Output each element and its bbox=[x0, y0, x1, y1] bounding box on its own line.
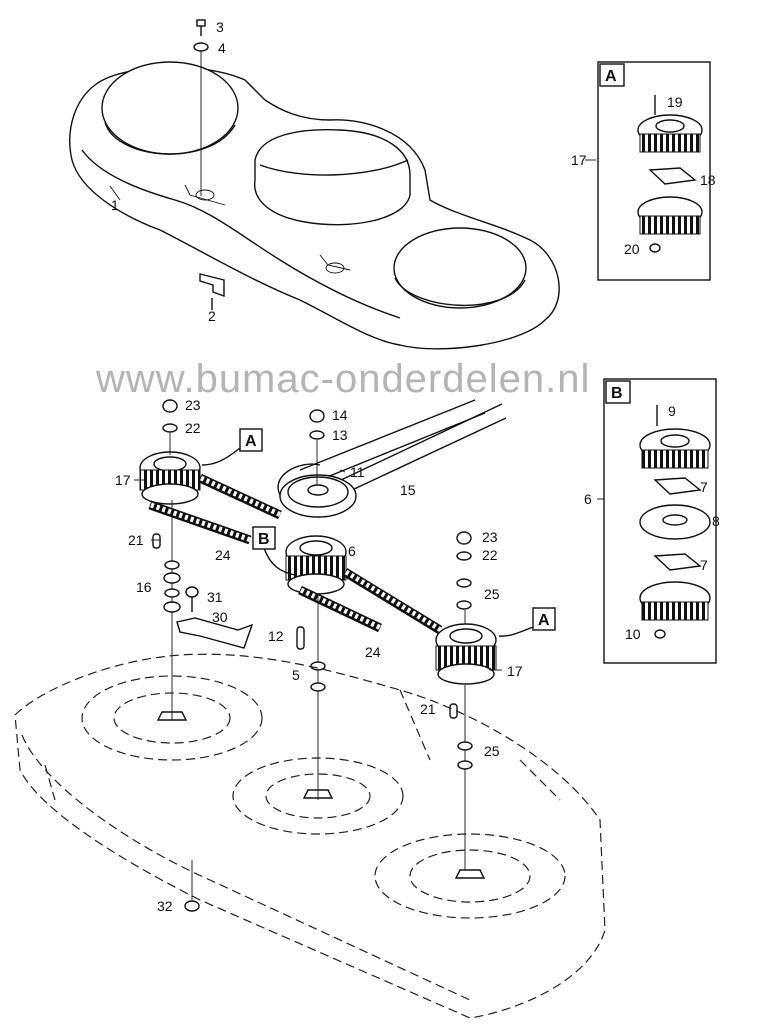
inset-b-middle-label: 8 bbox=[712, 513, 720, 529]
inset-a-assembly-label: 17 bbox=[571, 152, 587, 168]
part-31-label: 31 bbox=[207, 589, 223, 605]
inset-b-plate-upper-label: 7 bbox=[700, 479, 708, 495]
part-2-label: 2 bbox=[208, 308, 216, 324]
part-12-label: 12 bbox=[268, 628, 284, 644]
deck-nut bbox=[184, 860, 200, 912]
inset-a-plate-label: 18 bbox=[700, 172, 716, 188]
cover-clip bbox=[199, 273, 225, 310]
callout-a-right-box bbox=[532, 607, 556, 631]
callout-a-right-letter: A bbox=[538, 612, 550, 629]
inset-b-letter: B bbox=[611, 385, 623, 402]
inset-b-plate-lower-label: 7 bbox=[700, 557, 708, 573]
callout-b-letter: B bbox=[258, 531, 270, 548]
drive-pulley bbox=[279, 409, 357, 518]
belt-cover bbox=[69, 61, 560, 350]
part-25-top-label: 25 bbox=[484, 586, 500, 602]
middle-pulley bbox=[285, 535, 443, 800]
part-22-left-label: 22 bbox=[185, 420, 201, 436]
part-24-left-label: 24 bbox=[215, 547, 231, 563]
part-15-label: 15 bbox=[400, 482, 416, 498]
part-21-right-label: 21 bbox=[420, 701, 436, 717]
part-14-label: 14 bbox=[332, 407, 348, 423]
callout-arrows bbox=[201, 447, 534, 637]
inset-a-letter: A bbox=[605, 68, 617, 85]
callout-a-left-box bbox=[239, 428, 263, 452]
inset-a-bolt-label: 19 bbox=[667, 94, 683, 110]
part-6-label: 6 bbox=[348, 543, 356, 559]
callout-b-box bbox=[252, 526, 276, 550]
left-pulley bbox=[139, 399, 283, 545]
watermark: www.bumac-onderdelen.nl bbox=[95, 357, 590, 401]
cover-bolt bbox=[193, 19, 209, 196]
part-11-label: 11 bbox=[350, 464, 365, 480]
part-23-right-label: 23 bbox=[482, 529, 498, 545]
inset-b-box bbox=[603, 378, 717, 664]
part-22-right-label: 22 bbox=[482, 547, 498, 563]
part-25-bottom-label: 25 bbox=[484, 743, 500, 759]
part-1-label: 1 bbox=[111, 197, 119, 213]
part-17-left-label: 17 bbox=[115, 472, 131, 488]
inset-b-assembly-label: 6 bbox=[584, 491, 592, 507]
part-4-label: 4 bbox=[218, 40, 226, 56]
right-pulley bbox=[435, 531, 497, 870]
callout-a-left-letter: A bbox=[245, 433, 257, 450]
part-23-left-label: 23 bbox=[185, 397, 201, 413]
part-32-label: 32 bbox=[157, 898, 173, 914]
inset-a-box bbox=[597, 61, 711, 281]
part-24-mid-label: 24 bbox=[365, 644, 381, 660]
inset-b-bolt-label: 9 bbox=[668, 403, 676, 419]
part-21-left-label: 21 bbox=[128, 532, 144, 548]
inset-b-nut-label: 10 bbox=[625, 626, 641, 642]
left-shaft-stack bbox=[152, 500, 181, 720]
part-5-label: 5 bbox=[292, 667, 300, 683]
leader-lines bbox=[109, 159, 604, 671]
part-30-label: 30 bbox=[212, 609, 228, 625]
mower-deck bbox=[14, 653, 606, 1019]
part-3-label: 3 bbox=[216, 19, 224, 35]
part-16-label: 16 bbox=[136, 579, 152, 595]
part-17-right-label: 17 bbox=[507, 663, 523, 679]
part-13-label: 13 bbox=[332, 427, 348, 443]
blade-bracket bbox=[176, 586, 254, 649]
inset-a-nut-label: 20 bbox=[624, 241, 640, 257]
